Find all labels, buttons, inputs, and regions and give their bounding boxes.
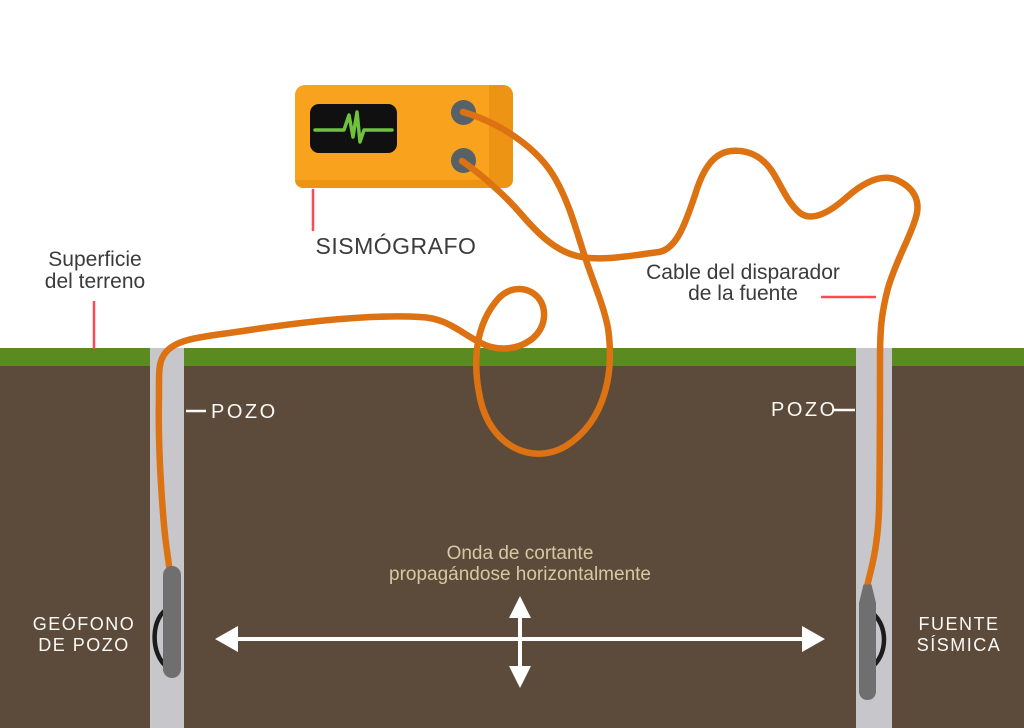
surface-label: Superficie del terreno — [0, 249, 190, 293]
shear-wave-label: Onda de cortante propagándose horizontal… — [320, 543, 720, 585]
geophone-label-line2: DE POZO — [38, 635, 130, 655]
borehole-right — [856, 348, 892, 728]
geophone-label: GEÓFONO DE POZO — [4, 614, 164, 656]
seismograph-label: SISMÓGRAFO — [315, 233, 477, 259]
borehole-right-label: POZO — [771, 399, 838, 421]
seismic-source-label-line2: SÍSMICA — [916, 635, 1002, 655]
trigger-cable-label: Cable del disparador de la fuente — [593, 262, 893, 304]
seismograph-port-top — [451, 100, 476, 125]
shear-wave-label-line2: propagándose horizontalmente — [389, 564, 651, 585]
seismograph-bottom-shade — [295, 180, 513, 188]
surface-label-line1: Superficie — [48, 248, 142, 271]
seismograph-screen — [310, 104, 397, 153]
trigger-cable-label-line2: de la fuente — [688, 282, 798, 305]
borehole-left — [150, 348, 184, 728]
seismic-source-label-line1: FUENTE — [918, 614, 1000, 634]
seismograph-device — [295, 85, 513, 188]
geophone-label-line1: GEÓFONO — [32, 614, 136, 634]
surface-label-line2: del terreno — [44, 270, 146, 293]
waveform-icon — [313, 110, 394, 144]
shear-wave-label-line1: Onda de cortante — [446, 543, 594, 564]
borehole-left-label: POZO — [211, 401, 278, 423]
trigger-cable-label-line1: Cable del disparador — [646, 261, 840, 284]
seismograph-side-shade — [489, 85, 513, 188]
seismic-source-label: FUENTE SÍSMICA — [879, 614, 1024, 656]
seismograph-port-bottom — [451, 148, 476, 173]
